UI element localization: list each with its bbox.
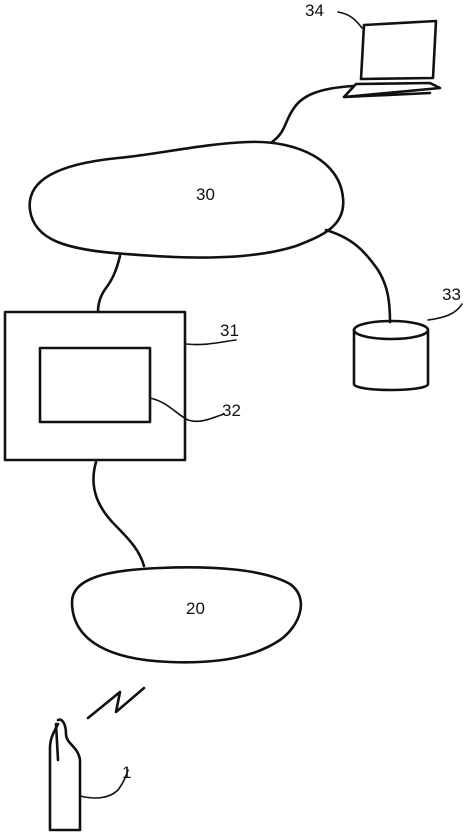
- label-32: 32: [222, 401, 241, 420]
- label-30: 30: [196, 185, 215, 204]
- server-31-frame: [3, 310, 187, 462]
- link-terminal-to-network-30: [270, 84, 356, 144]
- link-network-30-to-database: [324, 228, 392, 324]
- label-34: 34: [305, 1, 324, 20]
- label-33: 33: [442, 285, 461, 304]
- leader-34: [337, 11, 363, 29]
- database-33: 33: [352, 285, 463, 392]
- label-31: 31: [220, 321, 239, 340]
- leader-32: [149, 397, 225, 423]
- mobile-body: [48, 718, 82, 832]
- leader-31: [185, 339, 237, 346]
- link-server-to-network-20: [92, 460, 146, 568]
- database-body: [352, 328, 430, 392]
- link-network-30-to-server: [96, 254, 122, 314]
- network-20-outline: [70, 566, 303, 664]
- display-32: [38, 346, 152, 424]
- label-20: 20: [186, 599, 205, 618]
- leader-1: [79, 769, 129, 799]
- laptop-keyboard: [342, 81, 442, 99]
- label-1: 1: [122, 763, 131, 782]
- laptop-keyboard-edge: [342, 91, 432, 99]
- mobile-terminal-1: 1: [48, 718, 131, 832]
- leader-33: [427, 303, 463, 321]
- wireless-link-icon: [86, 686, 146, 720]
- network-30-outline: [28, 140, 345, 259]
- network-20: 20: [70, 566, 303, 664]
- terminal-34: 34: [305, 1, 442, 99]
- network-30: 30: [28, 140, 345, 259]
- laptop-screen: [359, 19, 438, 81]
- server-31: 31 32: [3, 310, 241, 462]
- database-top: [352, 319, 430, 341]
